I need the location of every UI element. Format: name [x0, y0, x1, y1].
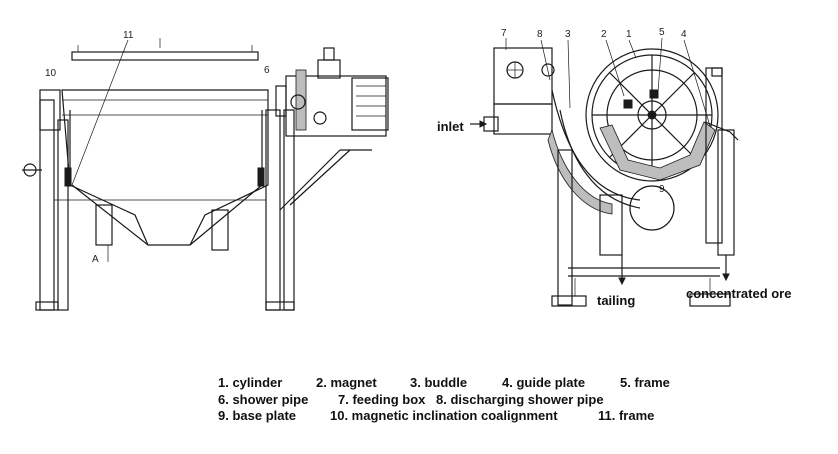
tailing-label: tailing: [597, 293, 635, 308]
callout-7: 7: [501, 28, 507, 39]
legend-item-shower-pipe: 6. shower pipe: [218, 392, 309, 407]
legend-item-base-plate: 9. base plate: [218, 408, 297, 423]
callout-2: 2: [601, 29, 607, 40]
legend-item-frame-5: 5. frame: [620, 375, 670, 390]
left-side-view: [22, 38, 389, 311]
legend-item-frame-11: 11. frame: [598, 408, 655, 423]
callout-3: 3: [565, 29, 571, 40]
inlet-label: inlet: [437, 119, 464, 134]
legend-item-cylinder: 1. cylinder: [218, 375, 283, 390]
right-cross-section-view: [470, 37, 739, 307]
legend-item-feeding-box: 7. feeding box: [338, 392, 426, 407]
callout-11: 11: [123, 30, 134, 41]
section-mark-a: A: [92, 254, 99, 265]
callout-1: 1: [626, 29, 632, 40]
callout-8: 8: [537, 29, 543, 40]
legend-item-guide-plate: 4. guide plate: [502, 375, 586, 390]
callout-10: 10: [45, 68, 57, 79]
callout-5: 5: [659, 27, 665, 38]
callout-9: 9: [659, 184, 665, 195]
legend-item-magnet: 2. magnet: [316, 375, 377, 390]
legend-item-magnetic-inclination-coalignment: 10. magnetic inclination coalignment: [330, 408, 558, 423]
legend-item-buddle: 3. buddle: [410, 375, 468, 390]
legend-item-discharging-shower-pipe: 8. discharging shower pipe: [436, 392, 604, 407]
concentrated-ore-label: concentrated ore: [686, 286, 791, 301]
callout-6: 6: [264, 65, 270, 76]
callout-4: 4: [681, 29, 687, 40]
